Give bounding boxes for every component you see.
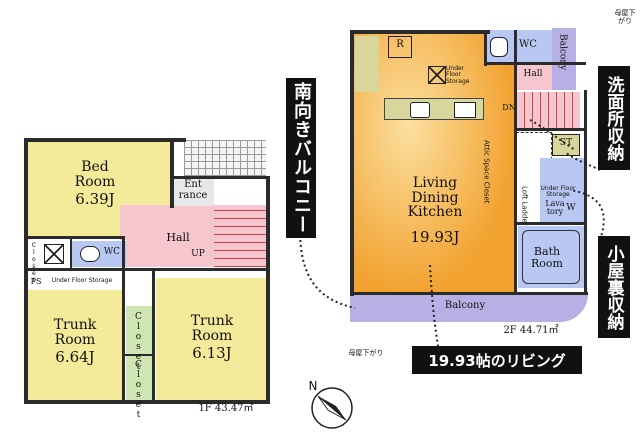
floor-1f-area-label: 1F 43.47㎡ bbox=[198, 403, 254, 414]
r-label: R bbox=[396, 39, 404, 50]
callout-wash-storage: 洗面所収納 bbox=[598, 66, 630, 170]
closet-small-label: Closet bbox=[30, 242, 38, 284]
bed-room-size: 6.39J bbox=[75, 190, 115, 208]
toilet-1f-icon bbox=[80, 246, 100, 262]
porch-grid bbox=[184, 140, 266, 178]
balcony-2f-area bbox=[350, 294, 588, 322]
trunk-room-left-area bbox=[26, 290, 122, 400]
callout-south-balcony: 南向きバルコニー bbox=[286, 78, 316, 238]
bath-label: Bath Room bbox=[531, 245, 563, 270]
ps-box-icon bbox=[44, 244, 64, 264]
trunk-right-size: 6.13J bbox=[192, 344, 232, 362]
st-area bbox=[552, 134, 580, 156]
under-floor-1f-label: Under Floor Storage bbox=[51, 277, 113, 284]
attic-closet-label: Attic Space Closet bbox=[482, 140, 491, 204]
trunk-room-right-area bbox=[156, 278, 266, 400]
compass-n-label: N bbox=[308, 379, 318, 393]
w-label: W bbox=[566, 203, 576, 213]
wc-2f-label: WC bbox=[519, 39, 537, 50]
bathtub-icon bbox=[522, 230, 580, 284]
up-label: UP bbox=[191, 249, 205, 259]
callout-living: 19.93帖のリビング bbox=[412, 346, 582, 374]
roof-note-bottom: 母屋下がり bbox=[348, 349, 384, 357]
hall-2f-label: Hall bbox=[523, 69, 543, 79]
closet-b-area bbox=[126, 356, 152, 400]
bath-area bbox=[518, 226, 584, 288]
ldk-olive-closet bbox=[355, 36, 379, 92]
side-balcony-label: Balcony bbox=[557, 34, 568, 71]
floor-2f-area-label: 2F 44.71㎡ bbox=[503, 325, 559, 336]
closet-b-label: Closet bbox=[133, 360, 144, 420]
wc-1f-label: WC bbox=[103, 247, 121, 257]
underfloor-2f-label-2: Under Floor Storage bbox=[540, 185, 576, 199]
sink-icon bbox=[410, 102, 430, 118]
closet-a-area bbox=[126, 306, 152, 354]
entrance-label: Ent rance bbox=[178, 179, 208, 201]
trunk-left-size: 6.64J bbox=[55, 348, 95, 366]
ldk-size: 19.93J bbox=[410, 228, 460, 246]
trunk-left-label: Trunk Room bbox=[53, 317, 97, 348]
trunk-right-label: Trunk Room bbox=[190, 313, 234, 344]
entrance-area bbox=[172, 176, 214, 206]
dn-label: DN bbox=[502, 103, 516, 112]
toilet-2f-icon bbox=[490, 37, 508, 57]
hall-2f-area bbox=[516, 64, 552, 90]
loft-ladder-label: Loft Ladder bbox=[520, 186, 529, 226]
roof-note-top: 母屋下がり bbox=[614, 9, 636, 25]
lavatory-label: Lava tory bbox=[545, 199, 565, 217]
r-box bbox=[388, 36, 412, 58]
balcony-2f-label: Balcony bbox=[444, 300, 486, 311]
bed-room-label: Bed Room bbox=[74, 159, 116, 190]
lavatory-area bbox=[540, 158, 584, 224]
hall-1f-label: Hall bbox=[166, 231, 190, 244]
ps-label: PS bbox=[30, 277, 42, 286]
side-balcony-area bbox=[552, 28, 576, 90]
stove-icon bbox=[454, 102, 476, 118]
underfloor-box-icon bbox=[428, 66, 446, 84]
callout-attic-storage: 小屋裏収納 bbox=[598, 236, 630, 338]
stair-1f bbox=[214, 205, 266, 267]
st-label: ST bbox=[559, 138, 573, 148]
closet-a-label: Closet bbox=[133, 312, 144, 372]
underfloor-2f-label: Under Floor Storage bbox=[446, 65, 470, 85]
stair-2f bbox=[516, 92, 580, 130]
compass-icon bbox=[311, 387, 353, 429]
ldk-label: Living Dining Kitchen bbox=[407, 175, 463, 221]
